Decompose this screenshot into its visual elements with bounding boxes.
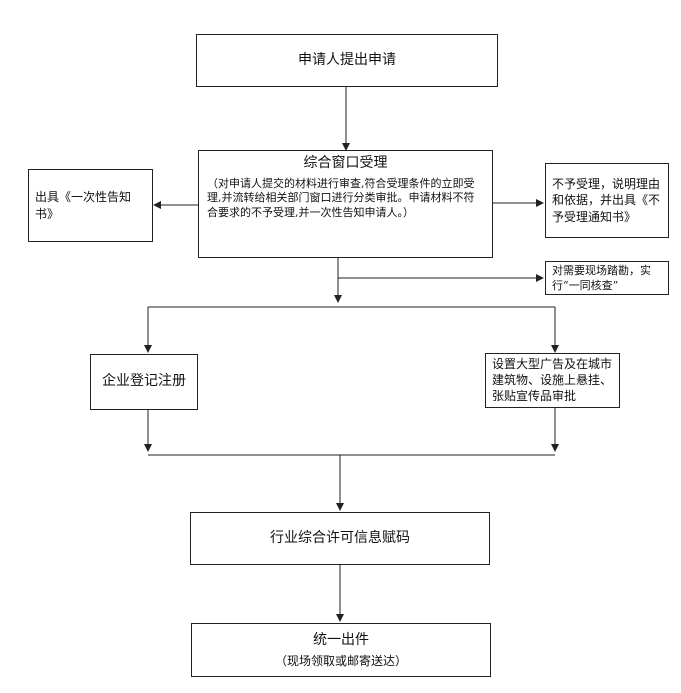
advertising-approval-box: 设置大型广告及在城市建筑物、设施上悬挂、张贴宣传品审批 <box>485 353 620 408</box>
apply-box: 申请人提出申请 <box>196 34 498 87</box>
site-check-label: 对需要现场踏勘，实行“一同核查” <box>552 264 651 292</box>
apply-label: 申请人提出申请 <box>298 51 396 68</box>
one-time-notice-box: 出具《一次性告知书》 <box>28 169 153 242</box>
advertising-approval-label: 设置大型广告及在城市建筑物、设施上悬挂、张贴宣传品审批 <box>492 357 613 404</box>
reject-label: 不予受理，说明理由和依据，并出具《不予受理通知书》 <box>552 177 661 224</box>
enterprise-registration-box: 企业登记注册 <box>90 354 198 410</box>
window-description: （对申请人提交的材料进行审查,符合受理条件的立即受理,并流转给相关部门窗口进行分… <box>207 176 475 220</box>
window-accept-box: 综合窗口受理 （对申请人提交的材料进行审查,符合受理条件的立即受理,并流转给相关… <box>198 150 493 258</box>
one-time-notice-label: 出具《一次性告知书》 <box>35 190 132 221</box>
window-title: 综合窗口受理 <box>303 155 388 171</box>
license-coding-box: 行业综合许可信息赋码 <box>190 512 490 565</box>
final-issue-title: 统一出件 <box>313 632 369 648</box>
site-check-box: 对需要现场踏勘，实行“一同核查” <box>545 261 669 295</box>
enterprise-registration-label: 企业登记注册 <box>102 373 186 390</box>
final-issue-subtitle: （现场领取或邮寄送达） <box>274 653 407 668</box>
reject-box: 不予受理，说明理由和依据，并出具《不予受理通知书》 <box>545 163 669 238</box>
final-issue-box: 统一出件 （现场领取或邮寄送达） <box>191 623 491 677</box>
license-coding-label: 行业综合许可信息赋码 <box>270 529 410 546</box>
